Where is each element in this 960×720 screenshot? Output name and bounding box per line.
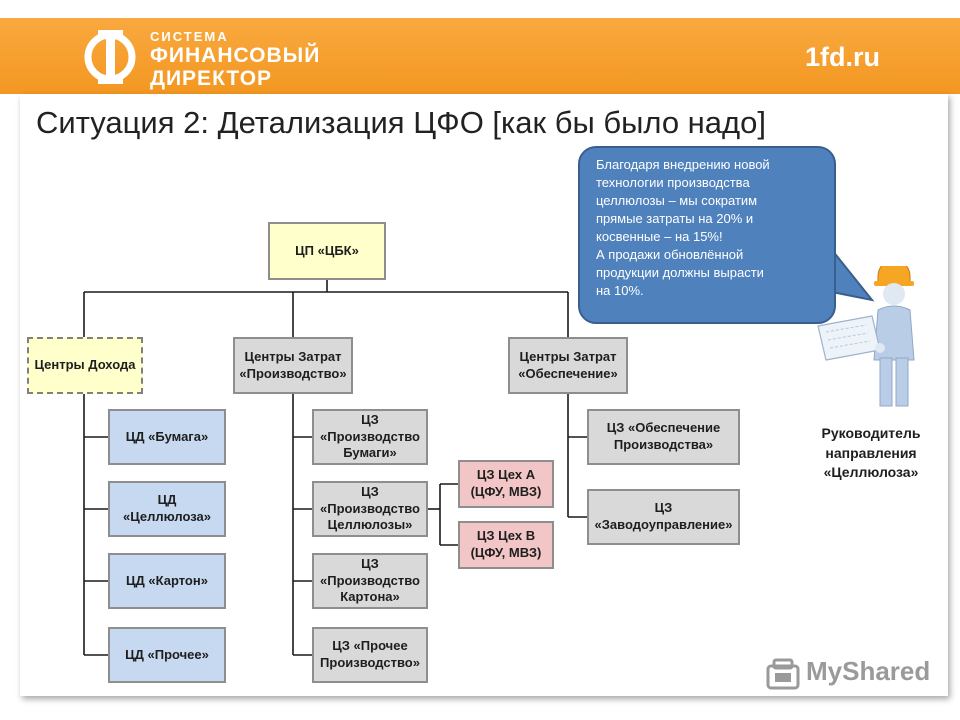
bubble-line: продукции должны вырасти — [596, 264, 764, 280]
cost-other-production: ЦЗ «Прочее Производство» — [312, 627, 428, 683]
income-cellulose: ЦД «Целлюлоза» — [108, 481, 226, 537]
bubble-line: косвенные – на 15%! — [596, 228, 723, 244]
brand-line-2: ФИНАНСОВЫЙ — [150, 44, 321, 67]
role-caption: Руководитель направления «Целлюлоза» — [808, 424, 934, 483]
site-link[interactable]: 1fd.ru — [804, 42, 880, 72]
watermark-text: MyShared — [806, 656, 931, 686]
cost-cardboard-production: ЦЗ «Производство Картона» — [312, 553, 428, 609]
bubble-line: прямые затраты на 20% и — [596, 210, 754, 226]
role-line: направления — [825, 444, 917, 461]
speech-bubble: Благодаря внедрению новой технологии про… — [578, 146, 836, 324]
role-line: Руководитель — [821, 425, 921, 441]
role-line: «Целлюлоза» — [823, 464, 919, 481]
logo-icon — [84, 30, 136, 84]
bubble-line: Благодаря внедрению новой — [596, 157, 770, 172]
header-bar: СИСТЕМА ФИНАНСОВЫЙ ДИРЕКТОР 1fd.ru — [0, 18, 960, 94]
bubble-line: на 10%. — [596, 282, 644, 298]
cost-paper-production: ЦЗ «Производство Бумаги» — [312, 409, 428, 465]
income-paper: ЦД «Бумага» — [108, 409, 226, 465]
slide-title: Ситуация 2: Детализация ЦФО [как бы было… — [36, 105, 766, 140]
watermark-icon — [766, 658, 800, 690]
income-centers-header: Центры Дохода — [27, 337, 143, 394]
root-center: ЦП «ЦБК» — [268, 222, 386, 280]
bubble-line: технологии производства — [596, 174, 750, 190]
cost-plant-management: ЦЗ «Заводоуправление» — [587, 489, 740, 545]
cost-production-support: ЦЗ «Обеспечение Производства» — [587, 409, 740, 465]
income-other: ЦД «Прочее» — [108, 627, 226, 683]
support-centers-header: Центры Затрат «Обеспечение» — [508, 337, 628, 394]
cost-cellulose-production: ЦЗ «Производство Целлюлозы» — [312, 481, 428, 537]
brand-name: СИСТЕМА ФИНАНСОВЫЙ ДИРЕКТОР — [150, 30, 320, 89]
income-cardboard: ЦД «Картон» — [108, 553, 226, 609]
workshop-a: ЦЗ Цех А (ЦФУ, МВЗ) — [458, 460, 554, 508]
production-centers-header: Центры Затрат «Производство» — [233, 337, 353, 394]
engineer-figure-icon — [817, 266, 915, 407]
workshop-b: ЦЗ Цех В (ЦФУ, МВЗ) — [458, 521, 554, 569]
brand-line-1: СИСТЕМА — [150, 29, 229, 44]
bubble-line: А продажи обновлённой — [596, 246, 744, 262]
brand-line-3: ДИРЕКТОР — [150, 67, 273, 90]
bubble-line: целлюлозы – мы сократим — [596, 192, 758, 208]
